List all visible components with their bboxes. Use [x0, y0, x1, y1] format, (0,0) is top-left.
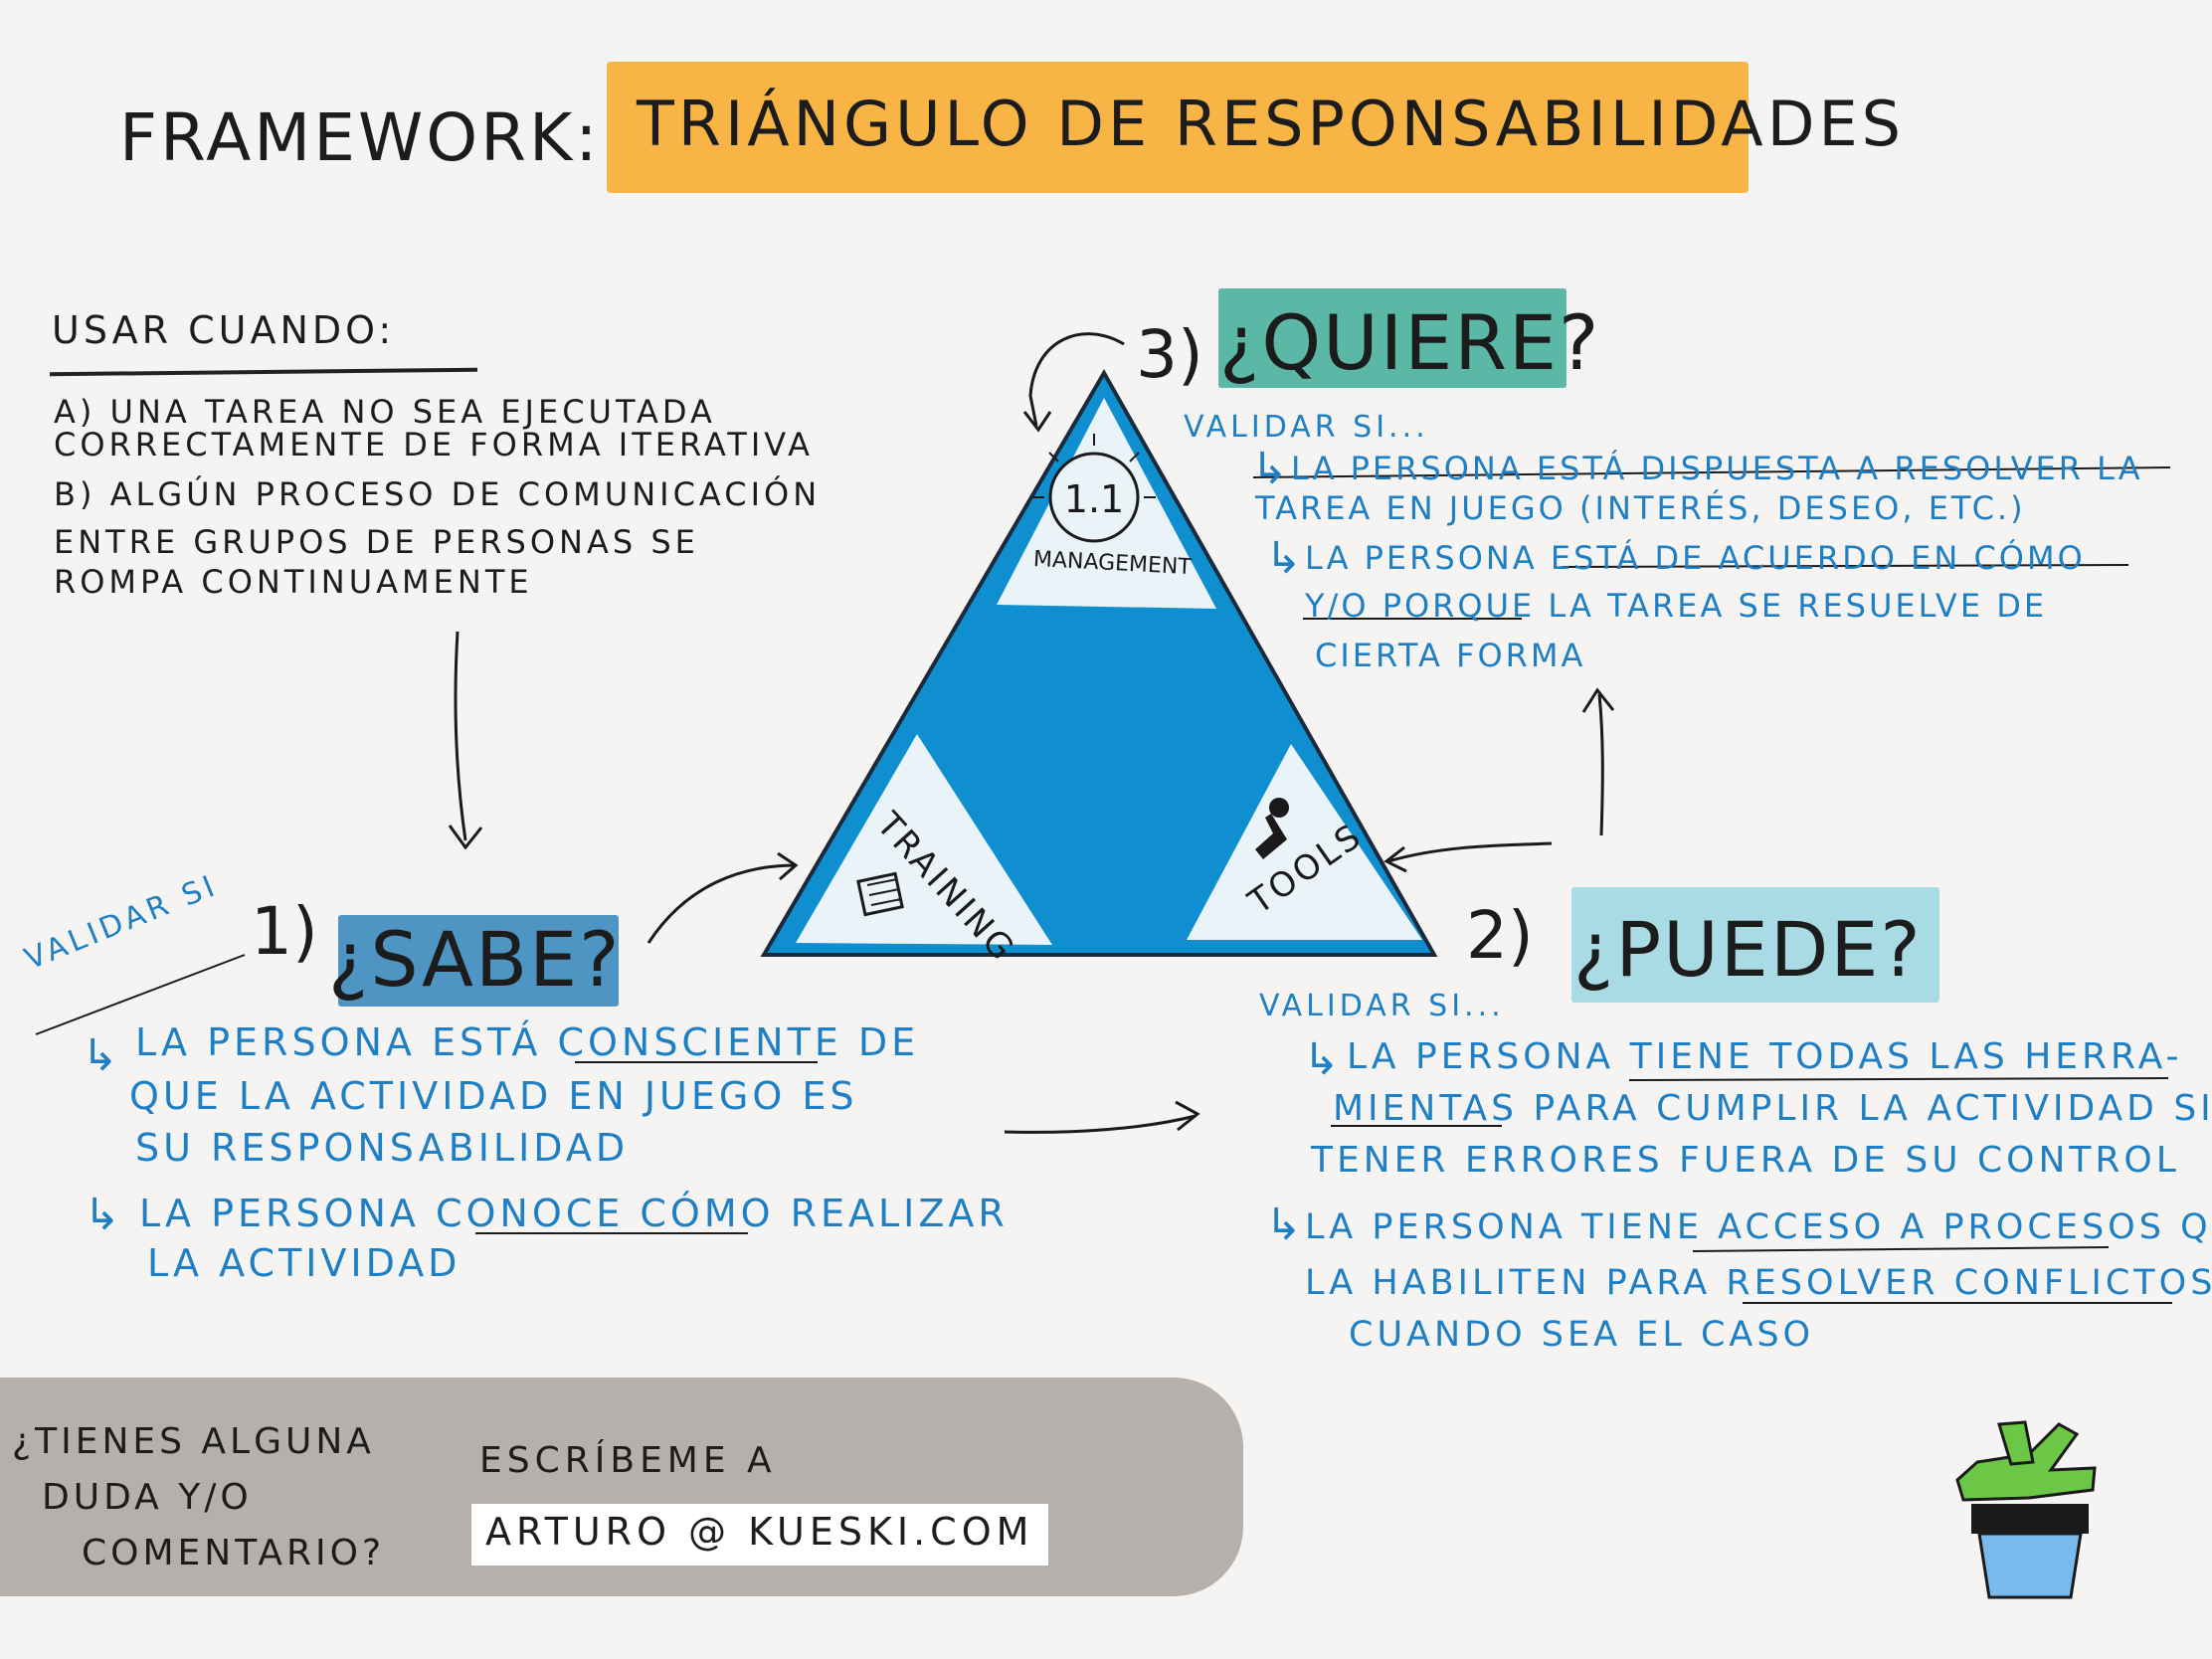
lightbulb-icon — [1032, 434, 1156, 543]
bullet-arrow-icon: ↳ — [84, 1190, 120, 1240]
quiere-to-management-arrow — [1028, 332, 1125, 427]
sabe-bullet-line: QUE LA ACTIVIDAD EN JUEGO ES — [129, 1074, 858, 1118]
sabe-to-puede-arrowhead — [1175, 1100, 1200, 1132]
quiere-validar-label: VALIDAR SI... — [1184, 410, 1429, 445]
bullet-arrow-icon: ↳ — [1251, 444, 1288, 494]
wrench-icon — [1255, 798, 1289, 859]
puede-bullet-line: LA PERSONA TIENE TODAS LAS HERRA- — [1347, 1036, 2183, 1077]
quiere-underline-2 — [1561, 564, 2129, 568]
usage-line: B) ALGÚN PROCESO DE COMUNICACIÓN — [54, 475, 822, 513]
title-prefix: FRAMEWORK: — [119, 99, 601, 176]
footer-question: ¿TIENES ALGUNA DUDA Y/O COMENTARIO? — [12, 1414, 385, 1581]
quiere-bullet-line: LA PERSONA ESTÁ DISPUESTA A RESOLVER LA — [1291, 450, 2143, 487]
quiere-underline-1 — [1252, 466, 2171, 478]
sabe-bullet-line: LA PERSONA CONOCE CÓMO REALIZAR — [139, 1192, 1009, 1235]
quiere-number: 3) — [1136, 316, 1203, 393]
bullet-arrow-icon: ↳ — [1303, 1034, 1340, 1085]
quiere-highlight-band — [1218, 288, 1567, 388]
sabe-question: ¿SABE? — [328, 915, 622, 1004]
sabe-bullet-line: SU RESPONSABILIDAD — [135, 1126, 630, 1170]
puede-number: 2) — [1466, 897, 1534, 974]
usage-line: ROMPA CONTINUAMENTE — [54, 563, 533, 601]
footer-question-line: DUDA Y/O — [42, 1477, 253, 1518]
usage-arrow — [454, 631, 467, 841]
bullet-arrow-icon: ↳ — [1265, 1199, 1302, 1250]
sabe-bullet-line: LA ACTIVIDAD — [147, 1241, 461, 1285]
puede-bullet-line: LA PERSONA TIENE ACCESO A PROCESOS QUE — [1305, 1207, 2212, 1247]
sabe-validar-underline — [35, 954, 246, 1035]
puede-underline-1 — [1628, 1077, 2169, 1081]
page-title: TRIÁNGULO DE RESPONSABILIDADES — [637, 88, 1905, 160]
sabe-to-training-arrowhead — [777, 851, 799, 881]
puede-bullet-line: MIENTAS PARA CUMPLIR LA ACTIVIDAD SIN — [1333, 1088, 2212, 1129]
quiere-bullet-line: TAREA EN JUEGO (INTERÉS, DESEO, ETC.) — [1255, 489, 2026, 527]
title-highlight-band — [607, 62, 1749, 193]
sabe-bullet-line: LA PERSONA ESTÁ CONSCIENTE DE — [135, 1020, 920, 1064]
tools-triangle — [1187, 744, 1422, 940]
usage-line: CORRECTAMENTE DE FORMA ITERATIVA — [54, 426, 815, 463]
quiere-bullet-line: LA PERSONA ESTÁ DE ACUERDO EN CÓMO — [1305, 539, 2086, 577]
usage-line: ENTRE GRUPOS DE PERSONAS SE — [54, 523, 699, 561]
bullet-arrow-icon: ↳ — [1265, 533, 1302, 584]
usage-heading: USAR CUANDO: — [52, 308, 396, 352]
contact-email[interactable]: ARTURO @ KUESKI.COM — [485, 1510, 1034, 1554]
puede-bullet-line: TENER ERRORES FUERA DE SU CONTROL — [1311, 1140, 2180, 1181]
puede-validar-label: VALIDAR SI... — [1259, 989, 1505, 1023]
usage-arrowhead — [448, 825, 483, 850]
puede-highlight-band — [1571, 887, 1939, 1003]
plant-icon — [1955, 1420, 2097, 1599]
sabe-number: 1) — [251, 893, 318, 970]
usage-line: A) UNA TAREA NO SEA EJECUTADA — [54, 393, 716, 431]
quiere-bullet-line: Y/O PORQUE LA TAREA SE RESUELVE DE — [1305, 587, 2048, 625]
bullet-arrow-icon: ↳ — [82, 1030, 118, 1081]
quiere-to-management-arrowhead — [1022, 411, 1052, 433]
sabe-to-training-arrow — [646, 863, 797, 944]
puede-to-quiere-arrowhead — [1581, 687, 1615, 713]
sabe-to-puede-arrow — [1004, 1114, 1197, 1134]
puede-to-tools-arrowhead — [1383, 845, 1407, 873]
management-badge: 1.1 — [1064, 477, 1124, 521]
sabe-highlight-band — [338, 915, 619, 1007]
puede-bullet-line: CUANDO SEA EL CASO — [1349, 1315, 1815, 1355]
puede-bullet-line: LA HABILITEN PARA RESOLVER CONFLICTOS — [1305, 1263, 2212, 1303]
puede-to-quiere-arrow — [1597, 693, 1604, 836]
footer-question-line: COMENTARIO? — [82, 1533, 386, 1573]
email-box — [471, 1504, 1048, 1566]
puede-underline-3 — [1692, 1246, 2110, 1252]
footer-question-line: ¿TIENES ALGUNA — [12, 1421, 375, 1462]
book-icon — [856, 871, 904, 917]
footer-cta: ESCRÍBEME A — [479, 1440, 777, 1481]
quiere-bullet-line: CIERTA FORMA — [1315, 637, 1586, 674]
puede-to-tools-arrow — [1387, 841, 1553, 863]
quiere-question: ¿QUIERE? — [1219, 298, 1601, 387]
puede-question: ¿PUEDE? — [1573, 905, 1923, 994]
